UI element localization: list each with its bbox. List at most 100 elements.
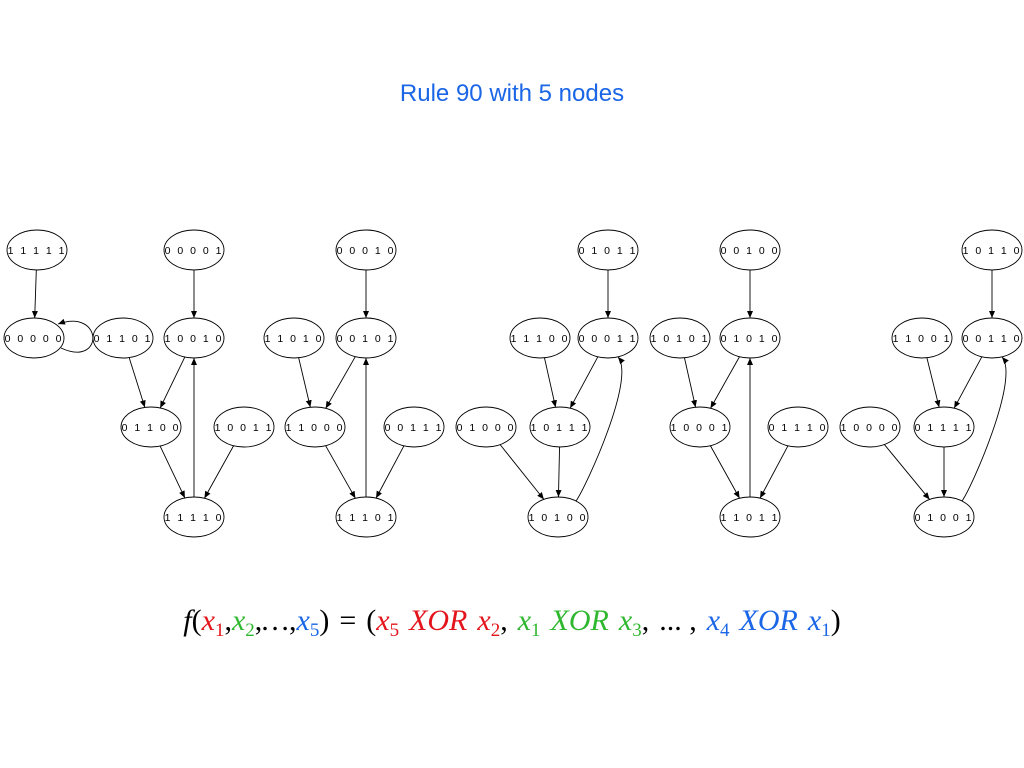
term-left-variable: x4 (706, 604, 730, 640)
transition-edge (204, 445, 234, 499)
node-label: 0 0 1 0 1 (337, 333, 396, 345)
node-label: 1 1 0 1 1 (721, 512, 780, 524)
state-node: 0 1 1 1 1 (913, 406, 975, 448)
node-ellipse (577, 229, 639, 271)
state-node: 1 1 0 1 0 (263, 317, 325, 359)
node-label: 1 1 1 0 1 (337, 512, 396, 524)
node-label: 1 0 1 0 1 (651, 333, 710, 345)
comma: , (224, 604, 232, 637)
node-label: 1 0 0 1 0 (165, 333, 224, 345)
comma: , (641, 604, 650, 637)
term-right-variable: x1 (808, 604, 831, 640)
variable-letter: x (706, 604, 721, 637)
node-label: 0 1 1 1 0 (769, 422, 828, 434)
node-ellipse (577, 317, 639, 359)
node-ellipse (913, 406, 975, 448)
formula-argument: … (262, 604, 289, 637)
node-label: 1 1 0 1 0 (265, 333, 324, 345)
node-label: 1 1 1 1 1 (8, 245, 67, 257)
variable-subscript: 5 (389, 620, 400, 641)
variable-subscript: 3 (632, 620, 642, 641)
node-label: 0 0 1 1 1 (385, 422, 444, 434)
node-label: 0 1 0 0 1 (915, 512, 974, 524)
term-left-variable: x5 (376, 604, 399, 640)
variable-subscript: 2 (490, 620, 501, 641)
variable-subscript: 1 (531, 620, 541, 641)
state-node: 1 0 0 0 0 (839, 406, 901, 448)
function-name: f (183, 604, 192, 637)
transition-edge (710, 445, 740, 499)
state-node: 1 1 1 1 0 (163, 496, 225, 538)
state-node: 1 0 0 0 1 (669, 406, 731, 448)
node-ellipse (669, 406, 731, 448)
node-ellipse (961, 229, 1023, 271)
state-node: 0 0 1 1 1 (383, 406, 445, 448)
formula-argument: x2 (232, 604, 255, 640)
transition-edge (710, 356, 740, 409)
comma: , (288, 604, 297, 637)
transition-edge (159, 356, 186, 409)
node-ellipse (891, 317, 953, 359)
open-paren: ( (366, 604, 377, 637)
node-ellipse (120, 406, 182, 448)
node-ellipse (529, 406, 591, 448)
state-node: 1 0 1 0 1 (649, 317, 711, 359)
variable-letter: x (477, 604, 491, 637)
node-ellipse (335, 317, 397, 359)
state-node: 0 0 0 1 1 (577, 317, 639, 359)
open-paren: ( (191, 604, 202, 637)
node-ellipse (649, 317, 711, 359)
state-node: 0 0 1 0 0 (719, 229, 781, 271)
node-ellipse (213, 406, 275, 448)
transition-edge (884, 444, 930, 500)
transition-edge (575, 356, 625, 502)
node-label: 0 1 1 0 0 (122, 422, 181, 434)
node-label: 0 0 1 1 0 (963, 333, 1022, 345)
state-node: 1 1 1 0 1 (335, 496, 397, 538)
xor-operator: XOR (409, 604, 468, 637)
node-label: 1 0 0 0 1 (671, 422, 730, 434)
node-ellipse (3, 317, 65, 359)
term-left-variable: x1 (518, 604, 541, 640)
transition-edge (961, 356, 1009, 502)
node-ellipse (767, 406, 829, 448)
variable-subscript: 2 (245, 620, 255, 641)
state-node: 1 1 1 0 0 (509, 317, 571, 359)
state-node: 0 0 1 0 1 (335, 317, 397, 359)
transition-edge (375, 445, 405, 499)
state-node: 0 1 0 0 1 (913, 496, 975, 538)
node-label: 1 0 1 1 1 (531, 422, 590, 434)
state-node: 0 0 1 1 0 (961, 317, 1023, 359)
node-ellipse (527, 496, 589, 538)
node-label: 0 0 0 1 1 (579, 333, 638, 345)
transition-edge (128, 357, 146, 408)
slide-title: Rule 90 with 5 nodes (399, 80, 625, 107)
node-ellipse (92, 317, 154, 359)
state-node: 1 0 0 1 0 (163, 317, 225, 359)
node-ellipse (719, 317, 781, 359)
variable-letter: x (296, 604, 310, 637)
equals-sign: = (339, 604, 357, 637)
transition-edge (31, 269, 38, 319)
node-ellipse (719, 496, 781, 538)
node-ellipse (335, 496, 397, 538)
node-label: 0 1 1 0 1 (94, 333, 153, 345)
state-node: 0 1 0 1 0 (719, 317, 781, 359)
variable-letter: … (262, 604, 289, 637)
state-node: 1 0 1 1 1 (529, 406, 591, 448)
formula-argument: x1 (201, 604, 225, 640)
variable-letter: x (201, 604, 215, 637)
transition-edge (325, 356, 356, 409)
node-label: 1 0 1 0 0 (529, 512, 588, 524)
transition-edge (684, 357, 697, 408)
node-ellipse (719, 229, 781, 271)
node-label: 1 0 0 1 1 (215, 422, 274, 434)
node-ellipse (163, 317, 225, 359)
node-ellipse (455, 406, 517, 448)
node-ellipse (383, 406, 445, 448)
variable-subscript: 1 (821, 620, 831, 641)
close-paren: ) (830, 604, 841, 637)
transition-edge (926, 357, 941, 408)
node-label: 1 1 1 0 0 (511, 333, 570, 345)
